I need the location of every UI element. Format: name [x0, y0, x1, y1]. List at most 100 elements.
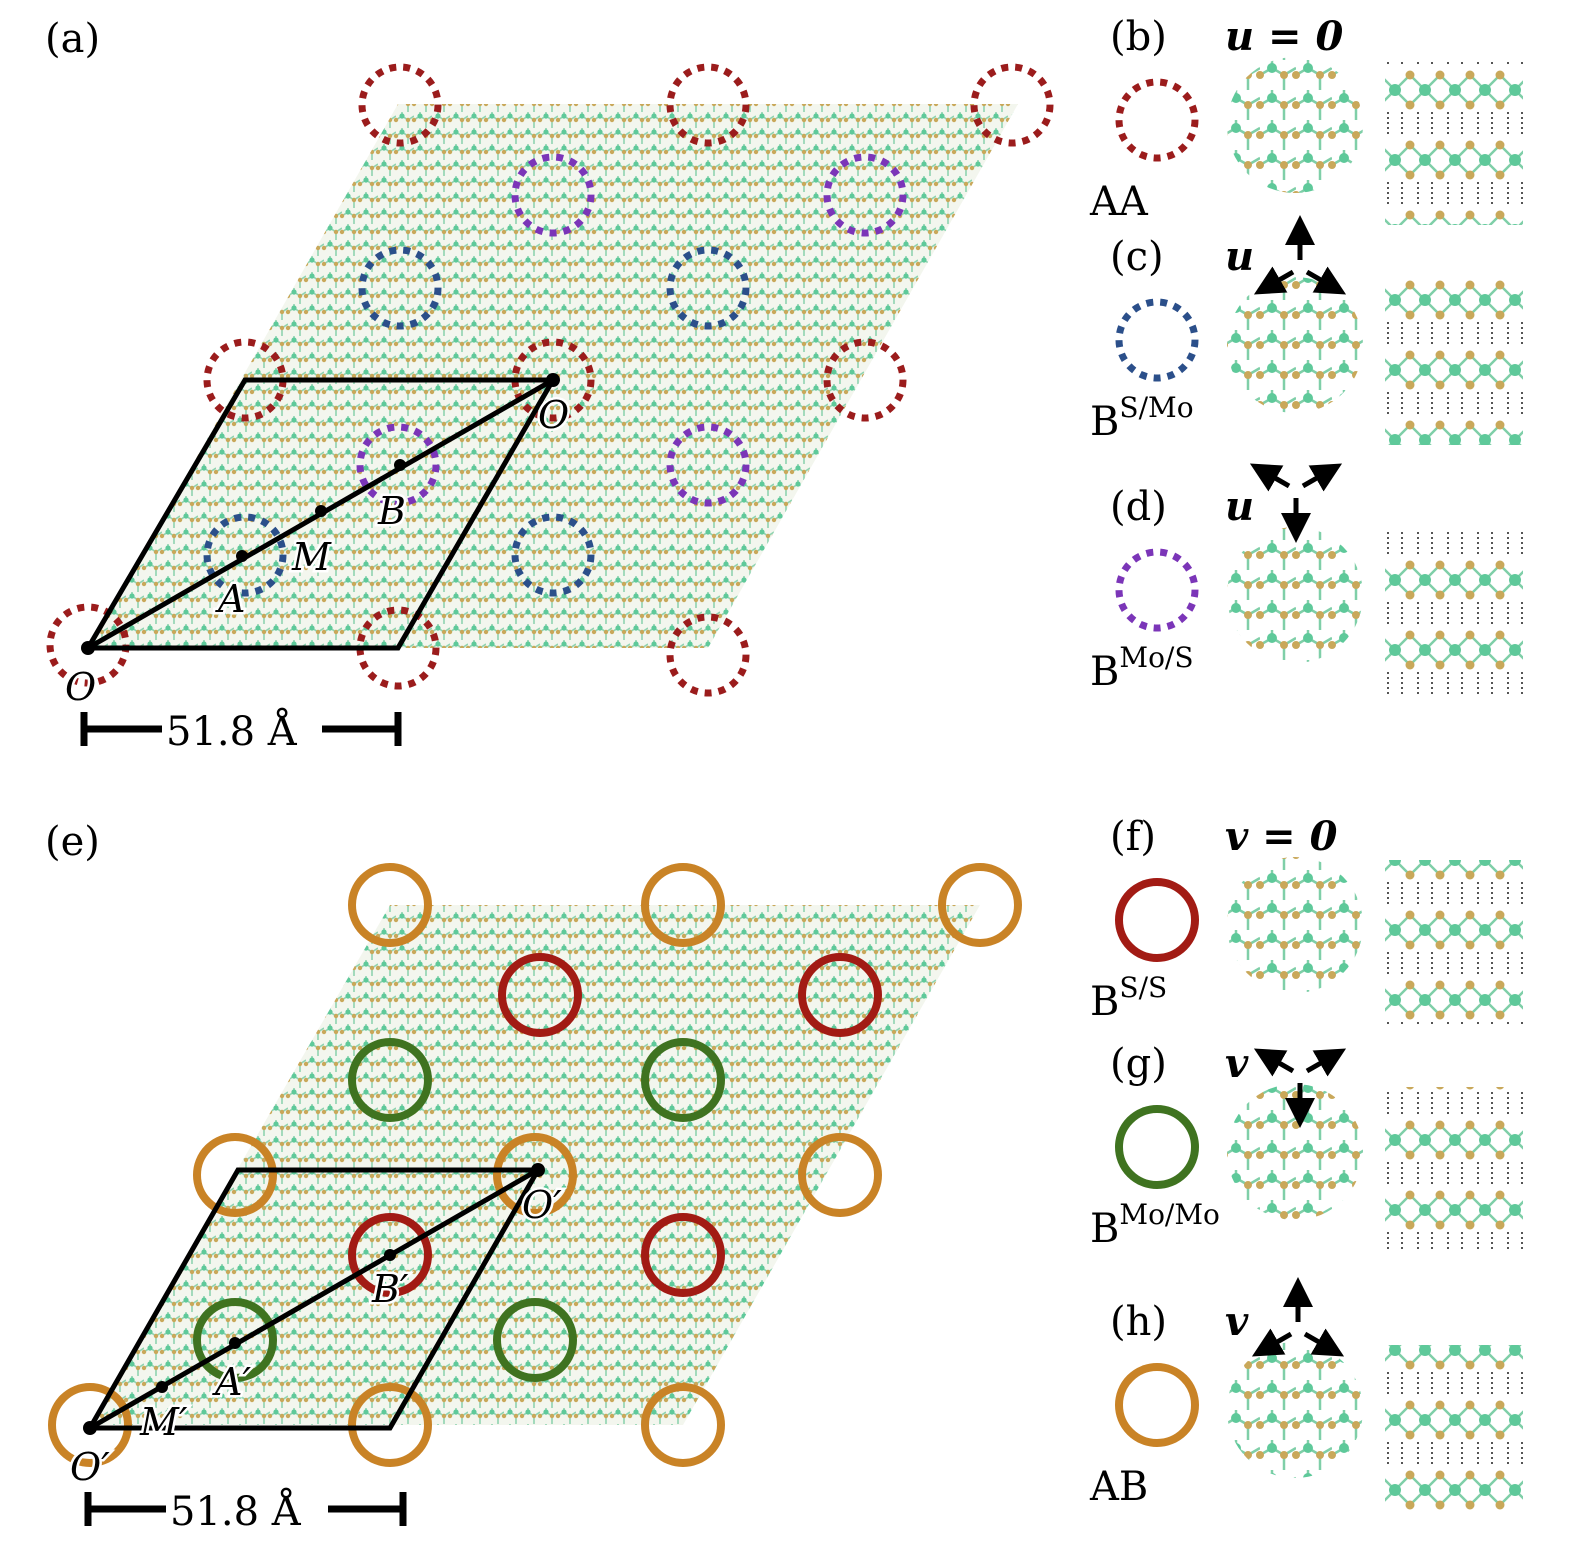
svg-text:51.8 Å: 51.8 Å [166, 708, 298, 755]
ab-circle [641, 1383, 725, 1467]
b-s-s-circle [498, 953, 582, 1037]
b-mo-s-circle [511, 153, 595, 237]
ab-circle [798, 1133, 882, 1217]
ab-circle [348, 863, 432, 947]
b-mo-mo-circle [493, 1298, 577, 1382]
displacement-arrows-icon [1249, 463, 1343, 543]
stacking-label: BMo/Mo [1090, 1198, 1220, 1252]
point-o-prime-corner: O′ [522, 1183, 562, 1227]
panel-label: (g) [1110, 1041, 1167, 1087]
stacking-circle-icon [1115, 298, 1199, 382]
aa-circle [46, 603, 130, 687]
point-m-prime: M′ [139, 1400, 188, 1444]
aa-circle [666, 613, 750, 697]
stacking-circle-icon [1115, 78, 1199, 162]
panel-b-s-s: (f) v = 0 BS/S [1090, 813, 1523, 1025]
top-view-structure [1227, 1084, 1363, 1220]
ab-circle [938, 863, 1022, 947]
side-view-structure [1385, 1087, 1523, 1252]
high-symmetry-dots-e [83, 1163, 545, 1435]
b-mo-mo-circle [641, 1038, 725, 1122]
top-view-structure [1227, 1342, 1363, 1478]
side-view-structure [1385, 1345, 1523, 1510]
point-o-origin: O [65, 665, 96, 709]
vector-label: u [1225, 483, 1254, 530]
panel-label-e: (e) [45, 819, 100, 865]
point-a-prime: A′ [212, 1360, 251, 1404]
point-a: A [215, 577, 245, 621]
top-view-structure [1227, 527, 1363, 663]
side-view-structure [1385, 530, 1523, 695]
b-mo-s-circle [666, 423, 750, 507]
b-mo-s-circle [356, 423, 440, 507]
side-view-structure [1385, 60, 1523, 225]
aa-circle [356, 606, 440, 690]
stacking-label: AA [1089, 179, 1149, 225]
panel-e: (e) O′ O′ A′ M′ B′ 51.8 Å [45, 819, 1022, 1535]
panel-label: (c) [1110, 234, 1164, 280]
ab-circle [493, 1133, 577, 1217]
b-s-mo-circle [666, 246, 750, 330]
panel-label: (b) [1110, 14, 1167, 60]
b-s-s-circle [348, 1213, 432, 1297]
vector-label: v = 0 [1225, 813, 1338, 860]
stacking-label: BMo/S [1090, 641, 1194, 695]
displacement-arrows-icon [1253, 215, 1347, 295]
point-b-prime: B′ [371, 1267, 409, 1311]
point-o-prime-origin: O′ [70, 1445, 110, 1489]
point-b: B [377, 489, 406, 533]
aa-circle [666, 63, 750, 147]
b-s-s-circle [641, 1213, 725, 1297]
scale-bar-e: 51.8 Å [84, 1488, 407, 1535]
b-s-mo-circle [511, 513, 595, 597]
b-s-mo-circle [203, 513, 287, 597]
stacking-label: AB [1089, 1464, 1148, 1510]
ab-circle [193, 1133, 277, 1217]
side-view-structure [1385, 860, 1523, 1025]
panel-ab: (h) vAB [1089, 1298, 1523, 1510]
panel-label: (f) [1110, 814, 1156, 860]
aa-circle [823, 338, 907, 422]
panel-label-a: (a) [45, 16, 100, 62]
point-o-corner: O [538, 393, 569, 437]
vector-label: v [1225, 1040, 1249, 1087]
scale-bar-a: 51.8 Å [80, 708, 402, 755]
stacking-label: BS/Mo [1090, 391, 1194, 445]
ab-circle [348, 1383, 432, 1467]
panel-b-s-mo: (c)uBS/Mo [1090, 233, 1523, 445]
b-mo-mo-circle [348, 1038, 432, 1122]
b-s-mo-circle [358, 246, 442, 330]
side-view-structure [1385, 280, 1523, 445]
svg-text:51.8 Å: 51.8 Å [170, 1488, 302, 1535]
displacement-arrows-icon [1251, 1277, 1345, 1357]
stacking-circle-icon [1115, 1105, 1199, 1189]
panel-label: (d) [1110, 484, 1167, 530]
vector-label: v [1225, 1298, 1249, 1345]
panel-a: (a) O O A M B 51.8 Å [45, 16, 1054, 755]
ab-circle [48, 1383, 132, 1467]
vector-label: u = 0 [1225, 13, 1343, 60]
stacking-circles-e [48, 863, 1022, 1467]
aa-circle [358, 63, 442, 147]
displacement-arrows-icon [1253, 1048, 1347, 1128]
top-view-structure [1227, 857, 1363, 993]
aa-circle [970, 63, 1054, 147]
b-mo-mo-circle [193, 1298, 277, 1382]
aa-circle [511, 338, 595, 422]
stacking-circle-icon [1115, 1363, 1199, 1447]
stacking-circle-icon [1115, 548, 1199, 632]
high-symmetry-dots-a [81, 373, 560, 655]
panel-aa: (b) u = 0 AA [1089, 13, 1523, 225]
top-view-structure [1227, 57, 1363, 193]
panel-label: (h) [1110, 1299, 1167, 1345]
b-mo-s-circle [823, 153, 907, 237]
ab-circle [641, 863, 725, 947]
top-view-structure [1227, 277, 1363, 413]
stacking-label: BS/S [1090, 971, 1167, 1025]
b-s-s-circle [798, 953, 882, 1037]
point-m: M [291, 535, 332, 579]
